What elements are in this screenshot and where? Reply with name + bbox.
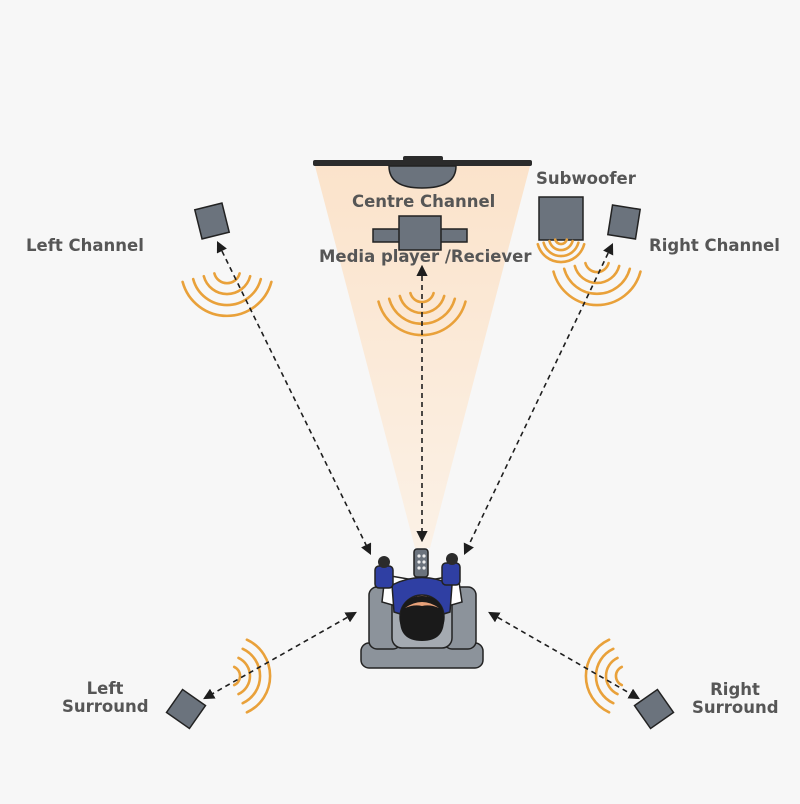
tv-icon xyxy=(313,156,532,189)
right-channel-waves-sound-wave-icon xyxy=(552,261,642,307)
subwoofer-waves-sound-wave-icon xyxy=(536,238,586,264)
left-channel-path-arrow-icon xyxy=(216,240,372,556)
right-channel-path-arrow-icon xyxy=(463,242,614,556)
left-surround-waves-sound-wave-icon xyxy=(232,638,272,714)
media-player-label: Media player /Reciever xyxy=(319,247,532,266)
sound-wave-arc xyxy=(548,239,574,252)
right-channel-speaker-icon xyxy=(606,204,642,240)
left-channel-speaker-icon xyxy=(193,202,231,240)
right-surround-path-arrow-icon xyxy=(488,611,640,700)
sound-wave-arc xyxy=(202,274,252,296)
sound-wave-arc xyxy=(232,665,242,687)
right-channel-label: Right Channel xyxy=(649,236,780,255)
person-icon xyxy=(374,553,463,641)
sound-wave-arc xyxy=(573,264,621,285)
right-surround-speaker-icon xyxy=(633,688,675,730)
sound-wave-arc xyxy=(594,647,615,705)
left-surround-label: Left Surround xyxy=(62,679,149,716)
left-surround-path-arrow-icon xyxy=(203,611,357,700)
sound-wave-arc xyxy=(584,261,610,274)
centre-channel-label: Centre Channel xyxy=(352,192,496,211)
subwoofer-label: Subwoofer xyxy=(536,169,636,188)
left-surround-label-line1: Left xyxy=(86,679,124,698)
right-surround-label: Right Surround xyxy=(692,680,779,717)
left-channel-label: Left Channel xyxy=(26,236,144,255)
sound-paths xyxy=(203,240,640,700)
sound-wave-arc xyxy=(614,665,624,687)
right-surround-label-line2: Surround xyxy=(692,698,779,717)
left-surround-label-line2: Surround xyxy=(62,697,149,716)
left-surround-speaker-icon xyxy=(165,688,207,730)
right-surround-waves-sound-wave-icon xyxy=(584,638,624,714)
right-surround-label-line1: Right xyxy=(710,680,760,699)
left-channel-waves-sound-wave-icon xyxy=(181,272,273,318)
remote-icon xyxy=(413,548,429,578)
receiver-icon xyxy=(372,215,468,251)
subwoofer-icon xyxy=(538,196,584,241)
